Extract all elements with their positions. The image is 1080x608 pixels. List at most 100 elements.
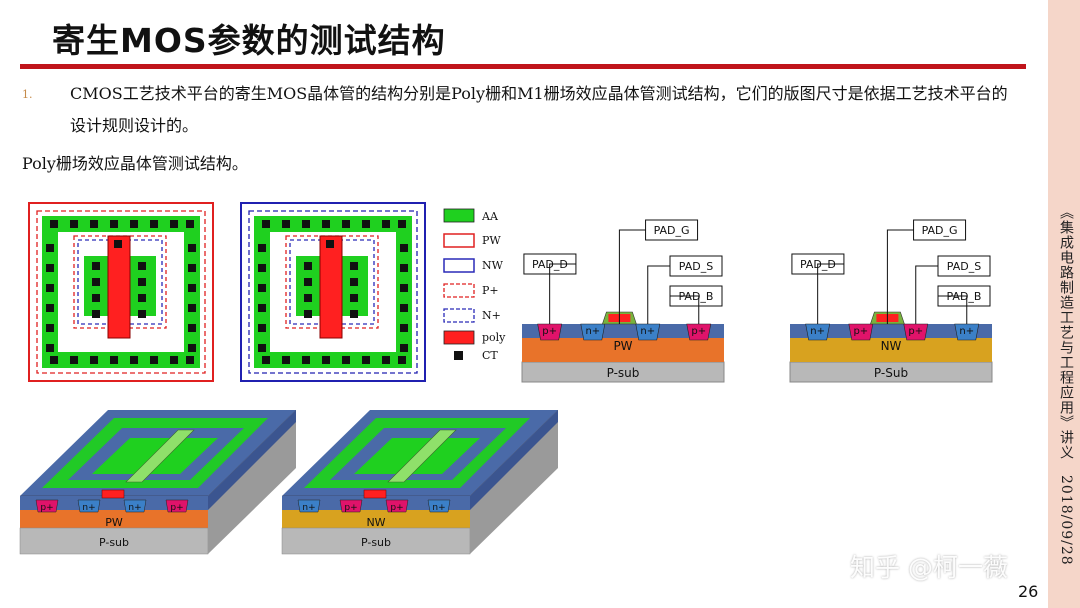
contact bbox=[362, 356, 370, 364]
contact bbox=[282, 220, 290, 228]
diffusion-3d-label: p+ bbox=[40, 503, 53, 513]
contact bbox=[304, 262, 312, 270]
contact bbox=[302, 220, 310, 228]
contact bbox=[188, 344, 196, 352]
diffusion-label: n+ bbox=[585, 326, 600, 337]
diffusion-3d-label: n+ bbox=[302, 503, 315, 513]
well-3d-label: NW bbox=[366, 516, 385, 529]
field-oxide bbox=[522, 324, 724, 338]
contact bbox=[46, 264, 54, 272]
contact bbox=[188, 324, 196, 332]
well-label: NW bbox=[881, 339, 902, 353]
contact bbox=[262, 356, 270, 364]
diffusion-3d-p+ bbox=[385, 499, 409, 513]
diffusion-n+ bbox=[635, 323, 661, 341]
contact bbox=[92, 278, 100, 286]
diffusion-3d-label: p+ bbox=[390, 503, 403, 513]
contact bbox=[46, 344, 54, 352]
pad-label: PAD_G bbox=[922, 224, 958, 237]
diffusion-3d-n+ bbox=[427, 499, 451, 513]
contact bbox=[258, 244, 266, 252]
contact bbox=[282, 356, 290, 364]
sidebar-caption: 《集成电路制造工艺与工程应用》讲义 2018/09/28 bbox=[1058, 205, 1074, 566]
pad-wire bbox=[647, 265, 670, 324]
diffusion-label: p+ bbox=[542, 326, 557, 337]
diffusion-3d-label: n+ bbox=[432, 503, 445, 513]
contact bbox=[382, 220, 390, 228]
contact bbox=[400, 324, 408, 332]
side-oxide bbox=[208, 410, 296, 510]
contact bbox=[130, 356, 138, 364]
diffusion-p+ bbox=[903, 323, 929, 341]
diffusion-3d-p+ bbox=[339, 499, 363, 513]
contact bbox=[362, 220, 370, 228]
legend-label-nw: NW bbox=[482, 259, 504, 272]
contact bbox=[322, 356, 330, 364]
contact bbox=[170, 356, 178, 364]
contact bbox=[400, 244, 408, 252]
side-face bbox=[208, 410, 296, 554]
contact bbox=[170, 220, 178, 228]
contact bbox=[50, 220, 58, 228]
contact bbox=[46, 324, 54, 332]
legend-label-pplus: P+ bbox=[482, 284, 499, 297]
slide-title: 寄生MOS参数的测试结构 bbox=[52, 21, 446, 60]
diffusion-label: p+ bbox=[853, 326, 868, 337]
front-oxide bbox=[282, 496, 470, 510]
substrate-3d-label: P-sub bbox=[361, 536, 391, 549]
contact bbox=[138, 262, 146, 270]
contact bbox=[92, 310, 100, 318]
contact bbox=[110, 220, 118, 228]
3d-view-pmos: n+p+p+n+NWP-sub bbox=[281, 409, 559, 555]
diffusion-3d-label: n+ bbox=[128, 503, 141, 513]
front-well bbox=[282, 510, 470, 528]
layout-pmos bbox=[240, 202, 426, 382]
contact bbox=[304, 310, 312, 318]
pad-wire bbox=[938, 295, 968, 324]
contact bbox=[342, 356, 350, 364]
contact bbox=[92, 262, 100, 270]
front-substrate bbox=[19, 527, 209, 555]
contact bbox=[400, 284, 408, 292]
contact bbox=[46, 284, 54, 292]
contact bbox=[382, 356, 390, 364]
contact bbox=[186, 220, 194, 228]
contact bbox=[150, 356, 158, 364]
legend-label-poly: poly bbox=[482, 331, 506, 344]
side-face bbox=[470, 410, 558, 554]
contact bbox=[322, 220, 330, 228]
diffusion-3d-n+ bbox=[123, 499, 147, 513]
legend-label-aa: AA bbox=[481, 210, 499, 223]
contact bbox=[258, 344, 266, 352]
side-oxide bbox=[470, 410, 558, 510]
bullet-number: 1. bbox=[22, 88, 33, 101]
substrate-label: P-sub bbox=[607, 366, 640, 380]
diffusion-label: n+ bbox=[810, 326, 825, 337]
diffusion-n+ bbox=[805, 323, 831, 341]
pad-wire bbox=[670, 295, 700, 324]
pad-label: PAD_S bbox=[947, 260, 981, 273]
substrate-label: P-Sub bbox=[874, 366, 908, 380]
contact bbox=[188, 244, 196, 252]
diffusion-label: n+ bbox=[959, 326, 974, 337]
diffusion-3d-n+ bbox=[297, 499, 321, 513]
watermark: 知乎 @柯一薇 bbox=[850, 553, 1008, 582]
pad-wire bbox=[817, 263, 844, 324]
contact bbox=[138, 294, 146, 302]
contact bbox=[400, 304, 408, 312]
layout-nmos bbox=[28, 202, 214, 382]
legend-label-nplus: N+ bbox=[482, 309, 501, 322]
diffusion-3d-p+ bbox=[35, 499, 59, 513]
diffusion-3d-n+ bbox=[77, 499, 101, 513]
legend-label-pw: PW bbox=[482, 234, 501, 247]
front-well bbox=[20, 510, 208, 528]
poly-gate-3d bbox=[125, 429, 195, 483]
contact bbox=[186, 356, 194, 364]
contact bbox=[304, 294, 312, 302]
diffusion-3d-p+ bbox=[165, 499, 189, 513]
3d-view-nmos: p+n+n+p+PWP-sub bbox=[19, 409, 297, 555]
contact bbox=[50, 356, 58, 364]
contact bbox=[398, 356, 406, 364]
